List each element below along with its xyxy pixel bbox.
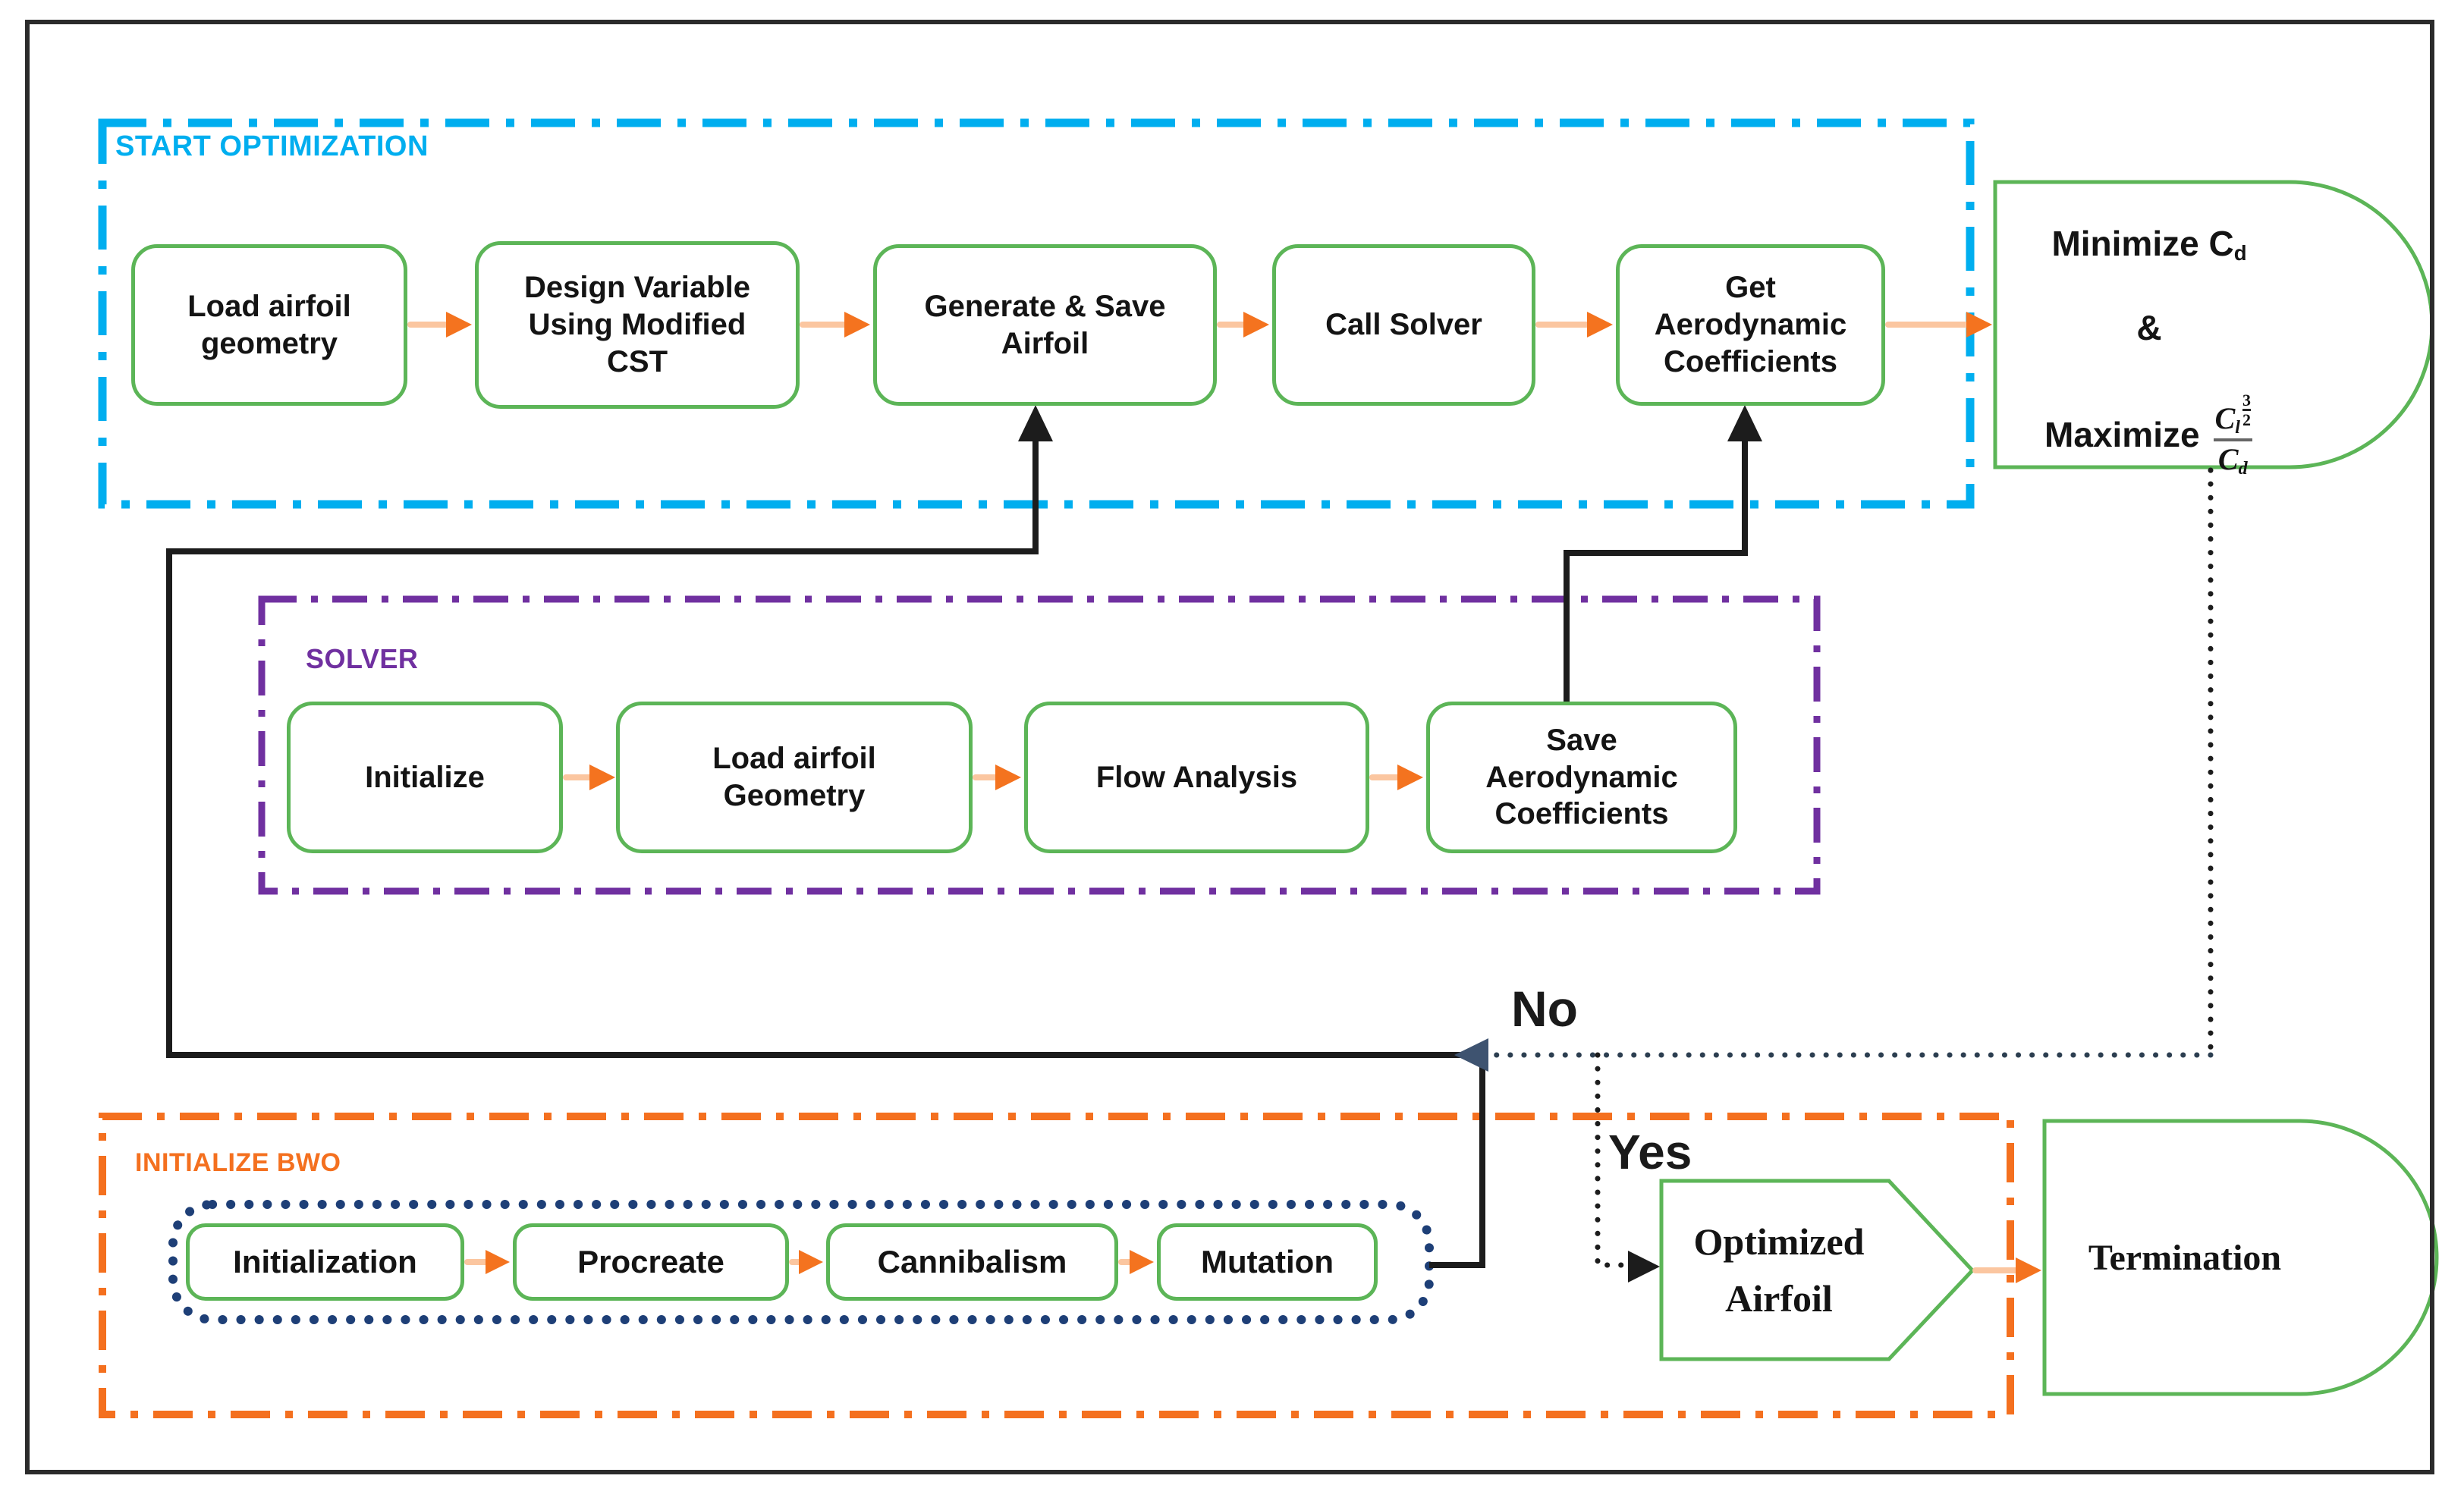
node-get-aero-coefficients: Get Aerodynamic Coefficients <box>1616 244 1885 406</box>
node-initialize: Initialize <box>287 702 563 853</box>
no-branch-label: No <box>1511 981 1578 1037</box>
solver-section-border <box>258 595 1821 895</box>
termination-dshape <box>2042 1119 2439 1396</box>
bwo-loop-path <box>166 426 1485 1268</box>
node-mutation: Mutation <box>1157 1223 1378 1301</box>
node-design-variable-cst: Design Variable Using Modified CST <box>475 241 800 409</box>
node-call-solver: Call Solver <box>1272 244 1535 406</box>
optimized-airfoil-pentagon <box>1659 1179 1975 1361</box>
node-procreate: Procreate <box>513 1223 789 1301</box>
node-generate-save-airfoil: Generate & Save Airfoil <box>873 244 1217 406</box>
solver-return-path <box>1564 426 1748 704</box>
node-termination: Termination <box>2088 1237 2282 1278</box>
row2-connectors <box>563 764 1423 790</box>
node-load-airfoil-geometry: Load airfoil geometry <box>131 244 407 406</box>
initialize-bwo-label: INITIALIZE BWO <box>135 1148 341 1177</box>
solver-return-arrowhead <box>1727 405 1762 441</box>
node-optimized-airfoil: Optimized Airfoil <box>1693 1220 1865 1320</box>
node-flow-analysis: Flow Analysis <box>1024 702 1369 853</box>
row3-connectors <box>464 1250 1154 1274</box>
termination-connector <box>1972 1257 2041 1283</box>
row1-connectors <box>407 312 1992 338</box>
outer-frame <box>25 20 2434 1474</box>
initialize-bwo-section-border <box>99 1113 2014 1418</box>
bwo-loop-arrowhead <box>1018 405 1053 441</box>
node-save-aero-coefficients: Save Aerodynamic Coefficients <box>1426 702 1737 853</box>
objective-ampersand: & <box>2136 308 2162 348</box>
yes-dotted-path <box>1595 1052 1634 1268</box>
node-load-airfoil-geometry-solver: Load airfoil Geometry <box>616 702 973 853</box>
start-optimization-label: START OPTIMIZATION <box>115 130 429 162</box>
no-arrowhead <box>1454 1038 1488 1072</box>
node-initialization: Initialization <box>186 1223 464 1301</box>
yes-arrowhead <box>1628 1251 1660 1283</box>
node-cannibalism: Cannibalism <box>826 1223 1118 1301</box>
objective-minimize-line: Minimize Cd <box>2051 224 2247 265</box>
yes-branch-label: Yes <box>1608 1125 1692 1179</box>
solver-label: SOLVER <box>306 643 419 674</box>
